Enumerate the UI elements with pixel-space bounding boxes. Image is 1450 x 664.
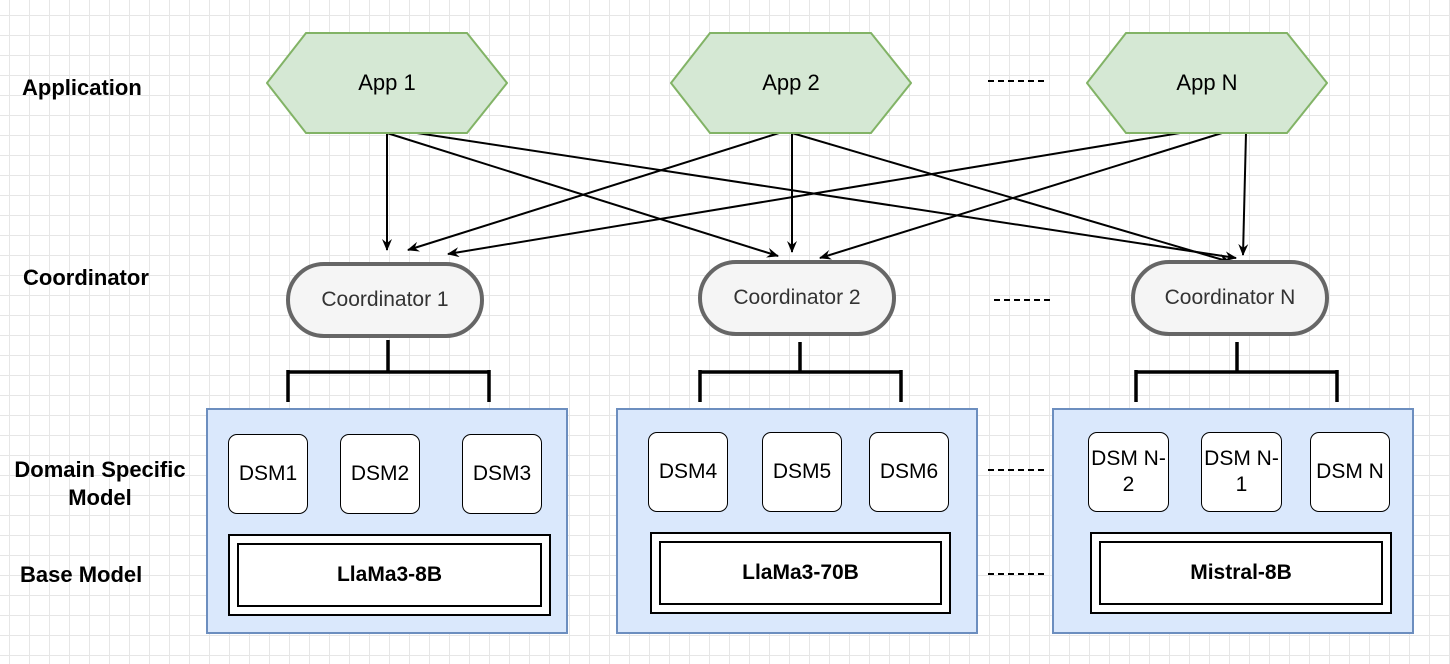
dsm-box[interactable]: DSM6 [869,432,949,512]
row-label-application: Application [22,75,142,100]
ellipsis-dashes-coordinators [994,299,1050,301]
model-group-n: DSM N-2 DSM N-1 DSM N Mistral-8B [1052,408,1414,634]
ellipsis-dashes-base [988,573,1044,575]
base-model-box[interactable]: LlaMa3-70B [650,532,951,614]
edge-app2-coordN [791,132,1231,264]
coordinator-node-n[interactable]: Coordinator N [1131,260,1329,336]
edge-appN-coord1 [447,132,1181,258]
row-label-coordinator: Coordinator [23,265,149,290]
row-label-base-model: Base Model [20,562,143,587]
app-node-n[interactable]: App N [1086,32,1328,134]
edge-appN-coord2 [819,132,1223,260]
ellipsis-dashes-apps [988,80,1044,82]
dsm-box[interactable]: DSM N [1310,432,1390,512]
hexagon-shape [670,32,912,134]
ellipsis-dashes-dsms [988,469,1044,471]
row-label-domain-specific-model: Domain Specific Model [14,457,186,510]
app-label: App 1 [358,70,416,95]
dsm-box[interactable]: DSM2 [340,434,420,514]
dsm-box[interactable]: DSM3 [462,434,542,514]
base-model-box[interactable]: Mistral-8B [1090,532,1392,614]
bracket-coordN [1134,342,1339,402]
base-model-box[interactable]: LlaMa3-8B [228,534,551,616]
app-node-1[interactable]: App 1 [266,32,508,134]
coordinator-node-1[interactable]: Coordinator 1 [286,262,484,338]
model-group-2: DSM4 DSM5 DSM6 LlaMa3-70B [616,408,978,634]
app-label: App N [1176,70,1238,95]
edge-appN-coordN [1238,132,1249,256]
dsm-box[interactable]: DSM N-1 [1201,432,1282,512]
dsm-box[interactable]: DSM N-2 [1088,432,1169,512]
base-model-label: Mistral-8B [1099,541,1383,605]
model-group-1: DSM1 DSM2 DSM3 LlaMa3-8B [206,408,568,634]
bracket-coord2 [698,342,903,402]
dsm-box[interactable]: DSM4 [648,432,728,512]
bracket-coord1 [286,340,491,402]
app-label: App 2 [762,70,820,95]
app-node-2[interactable]: App 2 [670,32,912,134]
coordinator-node-2[interactable]: Coordinator 2 [698,260,896,336]
edge-app2-coord1 [407,132,780,252]
base-model-label: LlaMa3-8B [237,543,542,607]
edge-app1-coordN [416,132,1237,262]
dsm-box[interactable]: DSM5 [762,432,842,512]
base-model-label: LlaMa3-70B [659,541,942,605]
hexagon-shape [266,32,508,134]
hexagon-shape [1086,32,1328,134]
dsm-box[interactable]: DSM1 [228,434,308,514]
